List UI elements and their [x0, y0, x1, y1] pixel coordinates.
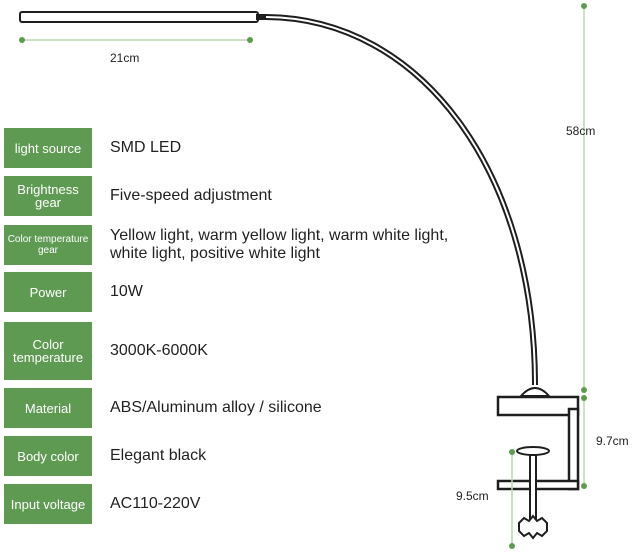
spec-row-body-color: Body color Elegant black — [4, 436, 206, 476]
clamp-top-plate — [496, 395, 580, 417]
lamp-head-joint — [256, 14, 266, 20]
dimension-label-clamp-opening: 9.5cm — [456, 489, 489, 503]
clamp-screw — [529, 454, 537, 522]
spec-label: Body color — [4, 436, 92, 476]
lamp-arm — [265, 14, 538, 386]
spec-row-material: Material ABS/Aluminum alloy / silicone — [4, 388, 322, 428]
spec-value: Elegant black — [110, 447, 207, 464]
spec-value: 10W — [110, 283, 143, 300]
spec-row-brightness-gear: Brightness gear Five-speed adjustment — [4, 176, 272, 216]
spec-row-input-voltage: Input voltage AC110-220V — [4, 484, 200, 524]
spec-label: Color temperature — [4, 322, 92, 380]
spec-label: Input voltage — [4, 484, 92, 524]
clamp-bottom-arm — [496, 479, 580, 491]
dimension-dot — [581, 387, 587, 393]
spec-label: Power — [4, 272, 92, 312]
lamp-head — [19, 11, 259, 23]
dimension-dot — [581, 483, 587, 489]
dimension-dot — [581, 395, 587, 401]
spec-label: light source — [4, 128, 92, 168]
spec-label: Material — [4, 388, 92, 428]
spec-value: ABS/Aluminum alloy / silicone — [110, 399, 322, 416]
spec-value: 3000K-6000K — [110, 342, 208, 359]
spec-label: Brightness gear — [4, 176, 92, 216]
dimension-label-clamp-height: 9.7cm — [596, 434, 629, 448]
spec-value-line: white light, positive white light — [110, 245, 320, 262]
dimension-label-head: 21cm — [110, 51, 140, 65]
spec-value: AC110-220V — [110, 495, 201, 512]
clamp-knob — [518, 514, 548, 540]
spec-label: Color temperature gear — [4, 225, 92, 265]
spec-value-line: Yellow light, warm yellow light, warm wh… — [110, 227, 449, 244]
dimension-dot — [509, 543, 515, 549]
dimension-dot — [19, 37, 25, 43]
lamp-arm-highlight — [265, 16, 536, 386]
spec-row-light-source: light source SMD LED — [4, 128, 181, 168]
spec-row-color-temperature: Color temperature 3000K-6000K — [4, 322, 208, 380]
spec-value: SMD LED — [110, 139, 182, 156]
dimension-label-arm: 58cm — [566, 124, 596, 138]
dimension-dot — [581, 3, 587, 9]
spec-row-power: Power 10W — [4, 272, 143, 312]
spec-value: Five-speed adjustment — [110, 187, 272, 204]
spec-value: Yellow light, warm yellow light, warm wh… — [110, 227, 448, 263]
dimension-dot — [247, 37, 253, 43]
dimension-dot — [509, 449, 515, 455]
spec-row-color-temperature-gear: Color temperature gear Yellow light, war… — [4, 225, 448, 265]
clamp-pressure-pad — [516, 446, 550, 456]
lamp-base-cone — [518, 387, 552, 397]
clamp-spine — [567, 407, 580, 491]
